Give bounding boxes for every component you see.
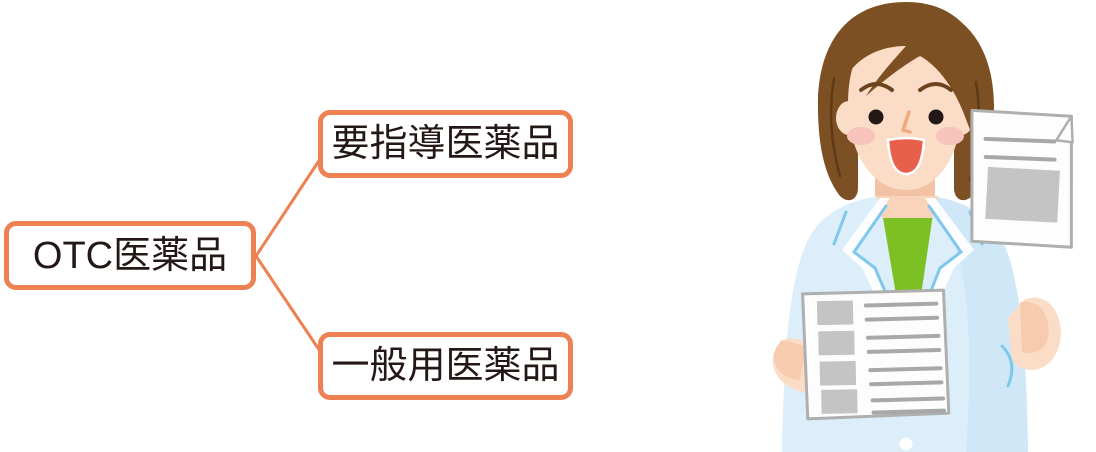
shirt-shape bbox=[880, 200, 935, 330]
hair-bangs bbox=[818, 2, 988, 150]
connector-line-group bbox=[254, 142, 332, 368]
eyebrow-right bbox=[918, 82, 953, 92]
hand-right-fingers bbox=[1020, 301, 1049, 353]
diagram-node-branch-1-label: 一般用医薬品 bbox=[331, 345, 560, 387]
coat-sleeve-line-right bbox=[1000, 344, 1014, 388]
connector-to-branch-1 bbox=[254, 254, 332, 368]
right-document-lines bbox=[983, 136, 1057, 162]
right-document-block bbox=[985, 166, 1060, 223]
pharmacist-illustration bbox=[772, 2, 1074, 452]
left-document-page bbox=[801, 288, 951, 421]
blush-left bbox=[847, 127, 875, 145]
diagram-node-root-label: OTC医薬品 bbox=[32, 234, 228, 277]
diagram-connectors bbox=[254, 142, 332, 368]
diagram-node-branch-0-label: 要指導医薬品 bbox=[331, 123, 560, 165]
coat-button-3 bbox=[899, 437, 913, 451]
hand-left-thumb bbox=[774, 340, 806, 380]
diagram-node-branch-1[interactable]: 一般用医薬品 bbox=[318, 332, 573, 400]
diagram-node-root[interactable]: OTC医薬品 bbox=[4, 221, 256, 290]
diagram-node-branch-0[interactable]: 要指導医薬品 bbox=[318, 110, 573, 178]
left-document-lines bbox=[863, 301, 946, 415]
right-document bbox=[970, 108, 1074, 249]
shirt-collar-skin bbox=[877, 196, 938, 218]
eye-right bbox=[928, 109, 944, 125]
mouth-shape bbox=[888, 138, 924, 174]
eyebrow-left bbox=[859, 82, 894, 92]
connector-to-branch-0 bbox=[254, 142, 332, 258]
head-group bbox=[818, 2, 994, 201]
eye-left bbox=[868, 109, 884, 125]
left-document-blocks bbox=[816, 300, 858, 414]
left-document bbox=[801, 288, 951, 421]
nose-shape bbox=[901, 110, 912, 134]
coat-shading bbox=[930, 196, 1028, 452]
right-document-corner-fold bbox=[1054, 114, 1074, 144]
mouth-outline bbox=[886, 136, 926, 176]
blush-right bbox=[936, 127, 964, 145]
